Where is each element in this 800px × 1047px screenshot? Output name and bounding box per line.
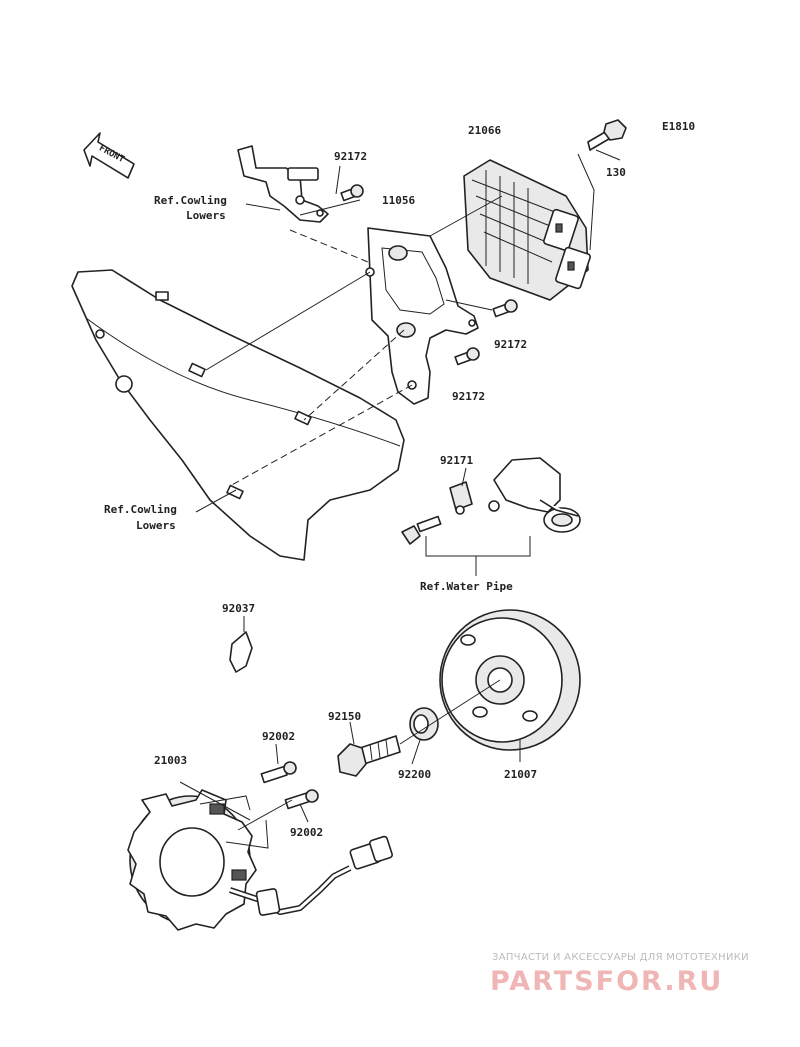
label-92172-c: 92172 <box>452 390 485 403</box>
front-arrow-icon: FRONT <box>83 132 135 179</box>
label-ref-cowling-2b: Lowers <box>136 519 176 532</box>
label-ref-cowling-2a: Ref.Cowling <box>104 503 177 516</box>
rotor-21007 <box>439 609 581 751</box>
bolt-92002-lower <box>284 789 319 810</box>
water-pipe <box>488 457 581 533</box>
label-92172-b: 92172 <box>494 338 527 351</box>
diagram-code: E1810 <box>662 120 695 133</box>
screw-92172-right <box>492 299 518 318</box>
stator-wire-connector <box>229 835 393 916</box>
bolt-130 <box>587 119 627 151</box>
regulator-rectifier-21066 <box>463 159 591 301</box>
label-92150: 92150 <box>328 710 361 723</box>
label-ref-water-pipe: Ref.Water Pipe <box>420 580 513 593</box>
label-92171: 92171 <box>440 454 473 467</box>
bolt-92150 <box>337 735 401 777</box>
bracket-11056 <box>365 227 479 405</box>
label-ref-cowling-1a: Ref.Cowling <box>154 194 227 207</box>
label-ref-cowling-1b: Lowers <box>186 209 226 222</box>
label-92037: 92037 <box>222 602 255 615</box>
watermark-logo: PARTSFOR.RU <box>490 966 724 997</box>
clip-92037 <box>229 631 253 673</box>
label-21007: 21007 <box>504 768 537 781</box>
watermark-tagline: ЗАПЧАСТИ И АКСЕССУАРЫ ДЛЯ МОТОТЕХНИКИ <box>492 952 749 963</box>
clamp-92171 <box>449 481 473 515</box>
stator-21003 <box>127 789 257 931</box>
screw-92172-lower <box>454 347 480 366</box>
label-21003: 21003 <box>154 754 187 767</box>
label-92002-b: 92002 <box>290 826 323 839</box>
cowling-lowers <box>71 269 405 561</box>
label-92200: 92200 <box>398 768 431 781</box>
label-21066: 21066 <box>468 124 501 137</box>
bolt-92002-upper <box>260 761 297 784</box>
label-11056: 11056 <box>382 194 415 207</box>
label-92002-a: 92002 <box>262 730 295 743</box>
bolt-water-pipe <box>401 515 442 545</box>
label-92172-a: 92172 <box>334 150 367 163</box>
label-130: 130 <box>606 166 626 179</box>
cowling-bracket <box>237 145 329 223</box>
screw-92172-top <box>340 184 364 202</box>
